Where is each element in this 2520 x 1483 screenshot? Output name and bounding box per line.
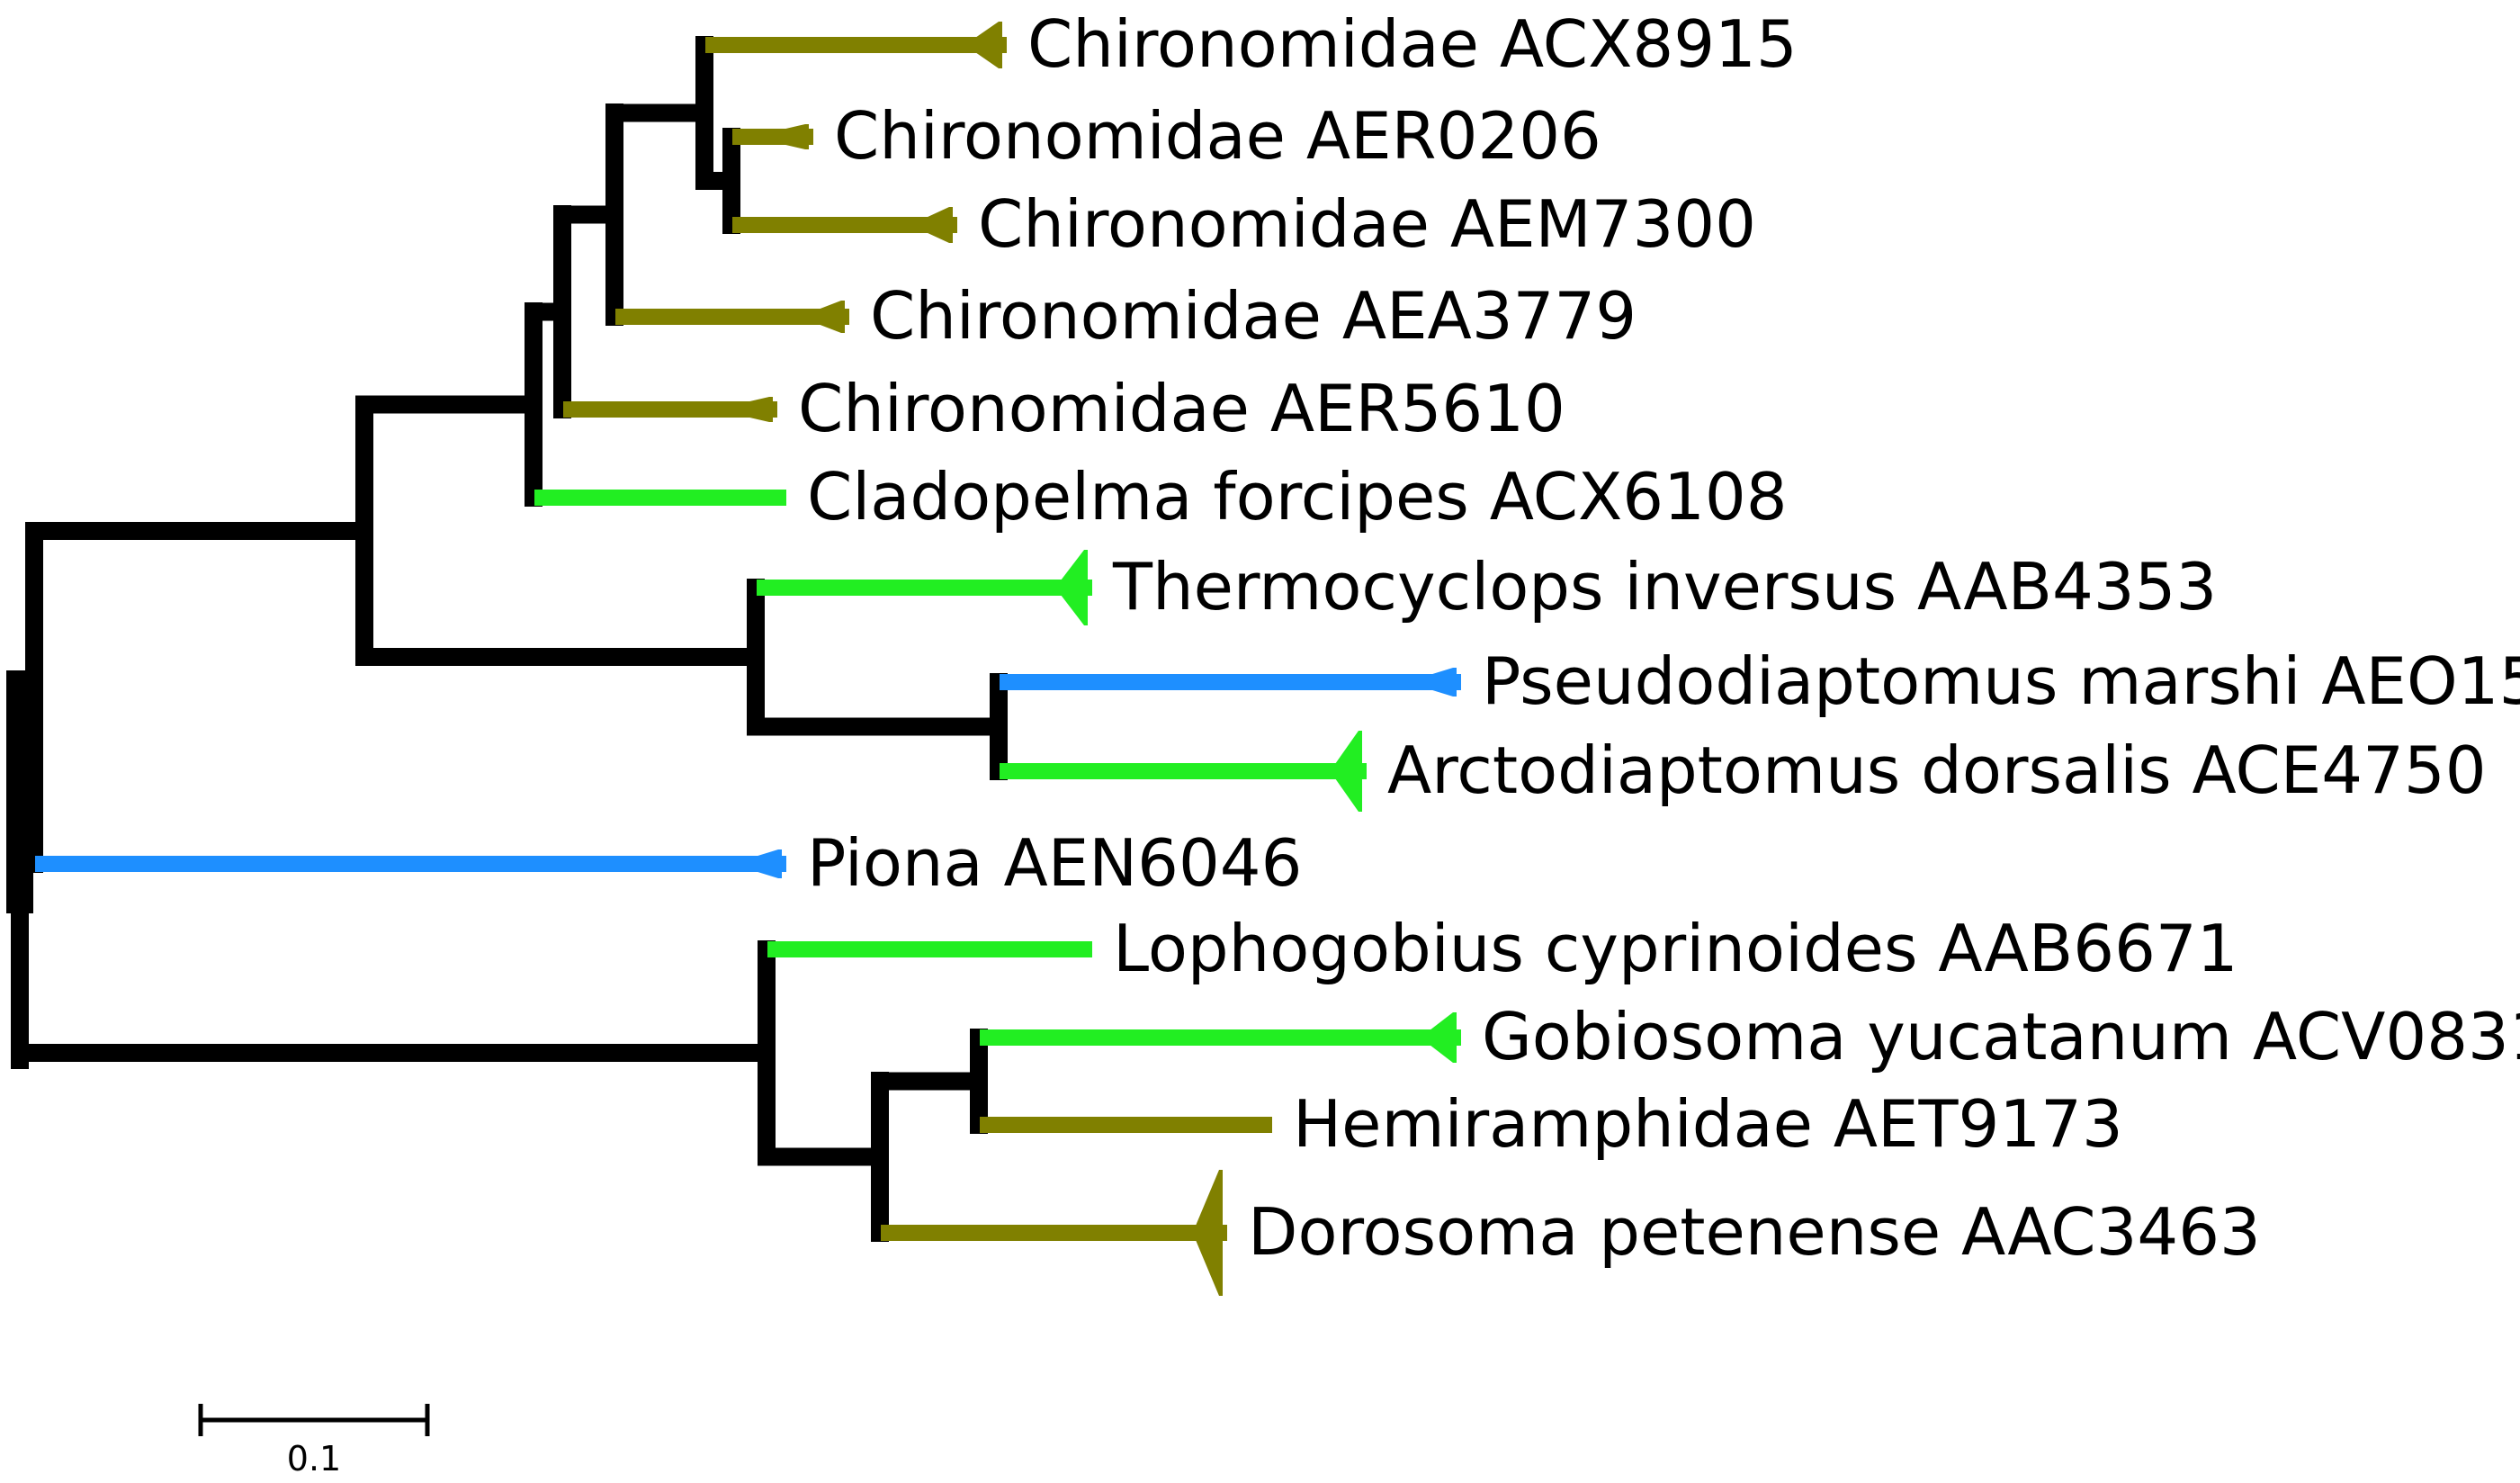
tip-label: Piona AEN6046: [807, 825, 1302, 901]
tip-marker: [818, 301, 845, 333]
tip-marker: [1196, 1170, 1223, 1296]
tip-marker: [975, 22, 1002, 68]
tip-marker: [1430, 668, 1457, 697]
tip-label: Lophogobius cyprinoides AAB6671: [1113, 911, 2238, 986]
scale-bar-label: 0.1: [287, 1439, 341, 1479]
tip-marker: [755, 849, 782, 878]
tip-marker: [746, 397, 773, 422]
scale-bar-line: [198, 1404, 430, 1436]
tip-label: Thermocyclops inversus AAB4353: [1112, 549, 2217, 625]
tip-label: Chironomidae AEA3779: [870, 278, 1637, 354]
tip-label: Cladopelma forcipes ACX6108: [807, 459, 1788, 535]
tip-marker: [1335, 731, 1362, 812]
scale-bar: 0.1: [198, 1404, 430, 1479]
tip-label: Gobiosoma yucatanum ACV0831: [1482, 999, 2520, 1074]
tree-branches: [6, 36, 1008, 1242]
tip-label: Dorosoma petenense AAC3463: [1248, 1194, 2261, 1270]
tip-label: Arctodiaptomus dorsalis ACE4750: [1387, 733, 2487, 808]
tip-marker: [926, 207, 953, 243]
tip-label: Chironomidae ACX8915: [1027, 6, 1798, 82]
tip-marker: [1430, 1012, 1457, 1063]
tip-label: Chironomidae AEM7300: [978, 186, 1756, 262]
tip-label: Pseudodiaptomus marshi AEO1594: [1482, 643, 2520, 719]
tip-marker: [1061, 550, 1088, 625]
tree-tips: [35, 22, 1461, 1296]
tip-marker: [782, 124, 809, 149]
tip-label: Hemiramphidae AET9173: [1293, 1086, 2123, 1162]
tip-label: Chironomidae AER0206: [834, 98, 1601, 174]
tip-label: Chironomidae AER5610: [798, 371, 1565, 446]
